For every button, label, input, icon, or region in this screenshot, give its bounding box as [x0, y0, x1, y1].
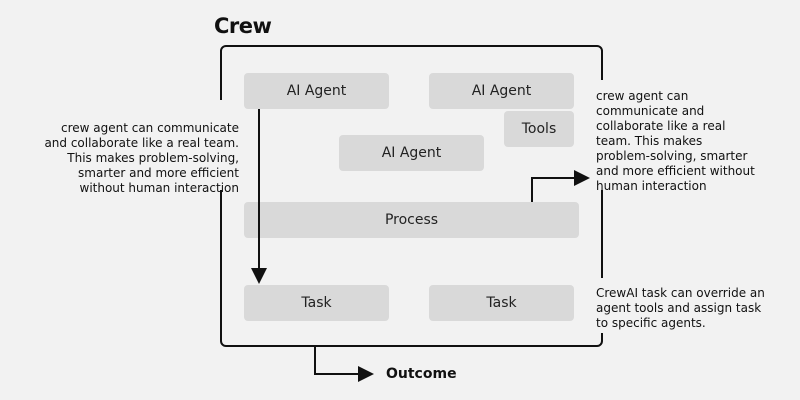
outcome-label: Outcome — [386, 366, 457, 382]
crew-title: Crew — [214, 14, 272, 38]
ai-agent-box-3: AI Agent — [339, 135, 484, 171]
process-to-note-arrow — [531, 170, 590, 202]
crew-frame — [220, 45, 603, 347]
task-box-1: Task — [244, 285, 389, 321]
frame-gap-right-top — [599, 80, 605, 190]
right-bottom-note: CrewAI task can override an agent tools … — [596, 286, 765, 330]
process-box: Process — [244, 202, 579, 238]
ai-agent-box-2: AI Agent — [429, 73, 574, 109]
left-note: crew agent can communicate and collabora… — [44, 121, 239, 195]
ai-agent-box-1: AI Agent — [244, 73, 389, 109]
tools-box: Tools — [504, 111, 574, 147]
task-box-2: Task — [429, 285, 574, 321]
frame-gap-left — [218, 100, 224, 190]
frame-gap-right-bottom — [599, 278, 605, 333]
right-top-note: crew agent can communicate and collabora… — [596, 89, 755, 193]
crew-to-outcome-arrow — [314, 347, 374, 382]
